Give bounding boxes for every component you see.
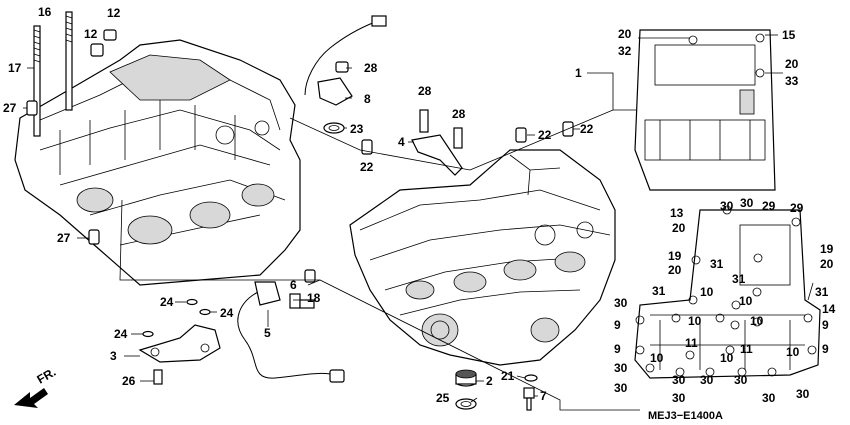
label-10d: 10 bbox=[750, 314, 764, 328]
label-30c: 30 bbox=[614, 296, 628, 310]
label-23: 23 bbox=[350, 122, 364, 136]
label-20d: 20 bbox=[668, 263, 682, 277]
label-3: 3 bbox=[110, 349, 117, 363]
label-32: 32 bbox=[618, 44, 632, 58]
label-10f: 10 bbox=[786, 345, 800, 359]
label-26: 26 bbox=[122, 374, 136, 388]
label-30h: 30 bbox=[734, 373, 748, 387]
oil-pressure-switch-7 bbox=[523, 374, 538, 411]
upper-crankcase bbox=[14, 39, 301, 286]
label-31b: 31 bbox=[732, 272, 746, 286]
label-22: 22 bbox=[360, 160, 374, 174]
label-21: 21 bbox=[501, 369, 515, 383]
label-16: 16 bbox=[38, 5, 52, 19]
leader-lines bbox=[23, 34, 814, 411]
label-22b: 22 bbox=[538, 128, 552, 142]
part-number-labels: 16 12 12 17 27 27 28 8 23 22 28 28 4 22 … bbox=[3, 5, 836, 422]
dowel-pin-27b bbox=[88, 229, 100, 245]
label-9b: 9 bbox=[822, 318, 829, 332]
label-12b: 12 bbox=[107, 6, 121, 20]
label-13: 13 bbox=[670, 206, 684, 220]
label-2: 2 bbox=[486, 374, 493, 388]
label-15: 15 bbox=[782, 28, 796, 42]
diagram-code: MEJ3−E1400A bbox=[648, 410, 723, 422]
label-30b: 30 bbox=[740, 196, 754, 210]
label-27b: 27 bbox=[57, 231, 71, 245]
label-10: 10 bbox=[700, 285, 714, 299]
label-9d: 9 bbox=[822, 342, 829, 356]
label-30k: 30 bbox=[796, 387, 810, 401]
oil-pan bbox=[634, 205, 821, 379]
plate-3 bbox=[138, 298, 221, 385]
label-31d: 31 bbox=[815, 285, 829, 299]
label-20b: 20 bbox=[785, 57, 799, 71]
label-31c: 31 bbox=[652, 284, 666, 298]
front-direction-arrow bbox=[14, 388, 48, 408]
label-19: 19 bbox=[668, 249, 682, 263]
label-20: 20 bbox=[618, 27, 632, 41]
label-9c: 9 bbox=[614, 342, 621, 356]
label-20c: 20 bbox=[672, 221, 686, 235]
lower-crankcase bbox=[349, 149, 616, 366]
label-12: 12 bbox=[84, 27, 98, 41]
label-30f: 30 bbox=[672, 373, 686, 387]
label-28c: 28 bbox=[452, 107, 466, 121]
label-28: 28 bbox=[364, 61, 378, 75]
oil-plug-2 bbox=[455, 369, 477, 410]
label-33: 33 bbox=[785, 74, 799, 88]
label-11: 11 bbox=[685, 336, 698, 350]
label-1: 1 bbox=[575, 66, 582, 80]
label-10g: 10 bbox=[720, 351, 734, 365]
sensor-5-harness bbox=[237, 269, 345, 383]
label-22c: 22 bbox=[580, 122, 594, 136]
label-30e: 30 bbox=[614, 381, 628, 395]
label-30g: 30 bbox=[700, 373, 714, 387]
label-24: 24 bbox=[160, 295, 174, 309]
label-4: 4 bbox=[398, 135, 405, 149]
label-11b: 11 bbox=[740, 342, 753, 356]
cover-1 bbox=[634, 29, 776, 191]
bracket-4 bbox=[411, 109, 574, 176]
label-9: 9 bbox=[614, 318, 621, 332]
label-24b: 24 bbox=[220, 306, 234, 320]
label-30d: 30 bbox=[614, 361, 628, 375]
label-7: 7 bbox=[540, 389, 547, 403]
label-17: 17 bbox=[8, 61, 22, 75]
label-10b: 10 bbox=[739, 294, 753, 308]
label-30: 30 bbox=[720, 199, 734, 213]
label-29: 29 bbox=[762, 199, 776, 213]
label-31: 31 bbox=[710, 257, 724, 271]
stud-bolts bbox=[33, 11, 73, 137]
label-25: 25 bbox=[436, 391, 450, 405]
label-19b: 19 bbox=[820, 242, 834, 256]
label-27: 27 bbox=[3, 101, 17, 115]
label-18: 18 bbox=[307, 291, 321, 305]
bolt-12 bbox=[90, 29, 117, 57]
label-30i: 30 bbox=[672, 391, 686, 405]
label-30j: 30 bbox=[762, 391, 776, 405]
label-14: 14 bbox=[822, 302, 836, 316]
label-10e: 10 bbox=[650, 351, 664, 365]
dowel-pin-27 bbox=[26, 100, 38, 116]
label-29b: 29 bbox=[790, 201, 804, 215]
label-24c: 24 bbox=[114, 327, 128, 341]
sensor-8 bbox=[304, 15, 387, 155]
label-10c: 10 bbox=[688, 314, 702, 328]
label-5: 5 bbox=[264, 326, 271, 340]
label-28b: 28 bbox=[418, 84, 432, 98]
label-8: 8 bbox=[364, 92, 371, 106]
front-direction-label: FR. bbox=[35, 365, 59, 387]
label-6: 6 bbox=[290, 278, 297, 292]
label-20e: 20 bbox=[820, 257, 834, 271]
